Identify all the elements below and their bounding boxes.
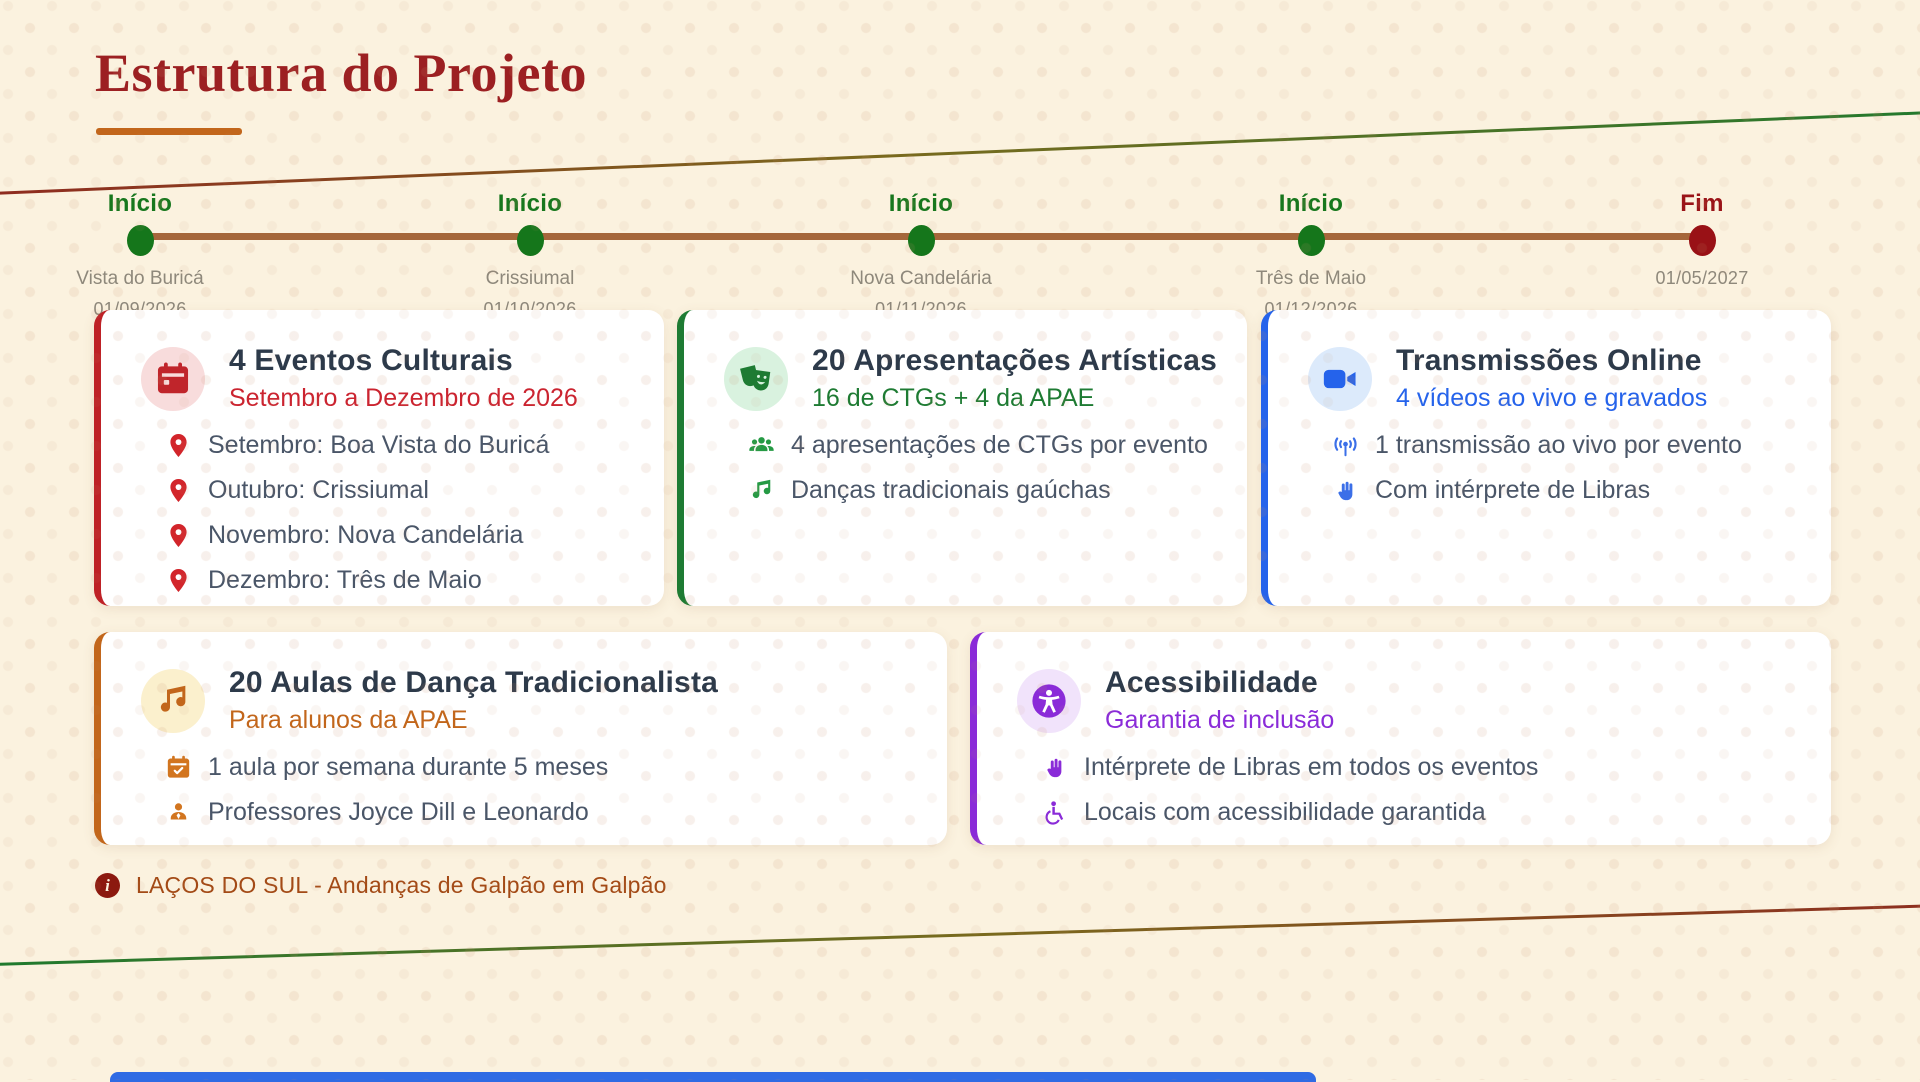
card-header: 4 Eventos Culturais Setembro a Dezembro … <box>101 310 664 413</box>
milestone-dot <box>126 225 154 256</box>
card-eventos-culturais: 4 Eventos Culturais Setembro a Dezembro … <box>94 310 664 606</box>
milestone-dot <box>1297 225 1325 256</box>
milestone-dot <box>1688 225 1716 256</box>
card-subtitle: Setembro a Dezembro de 2026 <box>229 384 578 412</box>
timeline-node-5: Fim 01/05/2027 <box>1562 190 1842 289</box>
calendar-icon <box>157 362 189 393</box>
item-text: 4 apresentações de CTGs por evento <box>791 431 1208 459</box>
timeline-node-3: Início Nova Candelária 01/11/2026 <box>781 190 1061 320</box>
card-header: 20 Apresentações Artísticas 16 de CTGs +… <box>684 310 1247 413</box>
card-header: Acessibilidade Garantia de inclusão <box>977 632 1831 735</box>
timeline-node-2: Início Crissiumal 01/10/2026 <box>390 190 670 320</box>
music-note-icon <box>748 477 775 504</box>
title-underline <box>96 128 242 135</box>
card-title: 4 Eventos Culturais <box>229 344 513 377</box>
card-items: 4 apresentações de CTGs por evento Dança… <box>748 431 1247 505</box>
footer: i LAÇOS DO SUL - Andanças de Galpão em G… <box>95 872 667 899</box>
timeline-node-4: Início Três de Maio 01/12/2026 <box>1171 190 1451 320</box>
decor-diagonal-bottom <box>0 902 1920 966</box>
card-subtitle: 16 de CTGs + 4 da APAE <box>812 384 1095 412</box>
card-header: 20 Aulas de Dança Tradicionalista Para a… <box>101 632 947 735</box>
card-transmissoes-online: Transmissões Online 4 vídeos ao vivo e g… <box>1261 310 1831 606</box>
card-items: Intérprete de Libras em todos os eventos… <box>1041 753 1831 827</box>
map-pin-icon <box>165 567 192 594</box>
list-item: Professores Joyce Dill e Leonardo <box>165 798 947 827</box>
list-item: Outubro: Crissiumal <box>165 476 664 505</box>
list-item: Intérprete de Libras em todos os eventos <box>1041 753 1831 782</box>
group-icon <box>748 432 775 459</box>
milestone-label: Início <box>888 190 954 217</box>
item-text: Outubro: Crissiumal <box>208 476 429 504</box>
milestone-location: Crissiumal <box>485 268 575 289</box>
footer-text: LAÇOS DO SUL - Andanças de Galpão em Gal… <box>136 872 667 898</box>
card-icon-circle <box>724 346 788 411</box>
milestone-label: Fim <box>1680 190 1724 217</box>
list-item: 4 apresentações de CTGs por evento <box>748 431 1247 460</box>
list-item: Locais com acessibilidade garantida <box>1041 798 1831 827</box>
card-header: Transmissões Online 4 vídeos ao vivo e g… <box>1268 310 1831 413</box>
item-text: Danças tradicionais gaúchas <box>791 476 1111 504</box>
card-title: Acessibilidade <box>1105 666 1318 699</box>
timeline-node-1: Início Vista do Buricá 01/09/2026 <box>0 190 280 320</box>
list-item: Dezembro: Três de Maio <box>165 566 664 595</box>
milestone-location: Três de Maio <box>1255 268 1367 289</box>
list-item: Com intérprete de Libras <box>1332 476 1831 505</box>
list-item: Setembro: Boa Vista do Buricá <box>165 431 664 460</box>
card-title: 20 Apresentações Artísticas <box>812 344 1218 377</box>
teacher-icon <box>165 799 192 826</box>
item-text: Com intérprete de Libras <box>1375 476 1651 504</box>
milestone-date: 01/05/2027 <box>1655 268 1749 288</box>
map-pin-icon <box>165 432 192 459</box>
map-pin-icon <box>165 477 192 504</box>
sign-language-icon <box>1041 754 1068 781</box>
list-item: Danças tradicionais gaúchas <box>748 476 1247 505</box>
card-subtitle: 4 vídeos ao vivo e gravados <box>1396 384 1708 412</box>
milestone-label: Início <box>1278 190 1344 217</box>
card-subtitle: Garantia de inclusão <box>1105 706 1335 734</box>
milestone-dot <box>907 225 935 256</box>
card-items: Setembro: Boa Vista do Buricá Outubro: C… <box>165 431 664 595</box>
info-icon: i <box>95 873 120 898</box>
card-title: Transmissões Online <box>1396 344 1702 377</box>
list-item: 1 transmissão ao vivo por evento <box>1332 431 1831 460</box>
card-apresentacoes-artisticas: 20 Apresentações Artísticas 16 de CTGs +… <box>677 310 1247 606</box>
broadcast-icon <box>1332 432 1359 459</box>
item-text: 1 aula por semana durante 5 meses <box>208 753 609 781</box>
milestone-label: Início <box>497 190 563 217</box>
card-aulas-de-danca: 20 Aulas de Dança Tradicionalista Para a… <box>94 632 947 845</box>
item-text: Dezembro: Três de Maio <box>208 566 482 594</box>
item-text: Professores Joyce Dill e Leonardo <box>208 798 589 826</box>
video-camera-icon <box>1323 369 1356 388</box>
item-text: 1 transmissão ao vivo por evento <box>1375 431 1742 459</box>
card-items: 1 transmissão ao vivo por evento Com int… <box>1332 431 1831 505</box>
wheelchair-icon <box>1041 799 1068 826</box>
item-text: Intérprete de Libras em todos os eventos <box>1084 753 1539 781</box>
list-item: Novembro: Nova Candelária <box>165 521 664 550</box>
project-timeline: Início Vista do Buricá 01/09/2026 Início… <box>0 0 1920 320</box>
item-text: Setembro: Boa Vista do Buricá <box>208 431 550 459</box>
card-acessibilidade: Acessibilidade Garantia de inclusão Inté… <box>970 632 1831 845</box>
theater-masks-icon <box>740 364 771 390</box>
music-notes-icon <box>160 685 186 712</box>
milestone-location: Nova Candelária <box>850 268 992 289</box>
sign-language-icon <box>1332 477 1359 504</box>
milestone-dot <box>516 225 544 256</box>
milestone-label: Início <box>107 190 173 217</box>
card-items: 1 aula por semana durante 5 meses Profes… <box>165 753 947 827</box>
card-title: 20 Aulas de Dança Tradicionalista <box>229 666 719 699</box>
page-title: Estrutura do Projeto <box>95 43 587 103</box>
card-icon-circle <box>141 668 205 733</box>
card-icon-circle <box>141 346 205 411</box>
calendar-check-icon <box>165 754 192 781</box>
card-icon-circle <box>1017 668 1081 733</box>
item-text: Locais com acessibilidade garantida <box>1084 798 1486 826</box>
card-icon-circle <box>1308 346 1372 411</box>
accessibility-icon <box>1032 683 1066 718</box>
next-slide-edge <box>110 1072 1316 1082</box>
list-item: 1 aula por semana durante 5 meses <box>165 753 947 782</box>
card-subtitle: Para alunos da APAE <box>229 706 468 734</box>
map-pin-icon <box>165 522 192 549</box>
milestone-location: Vista do Buricá <box>76 268 204 289</box>
item-text: Novembro: Nova Candelária <box>208 521 524 549</box>
